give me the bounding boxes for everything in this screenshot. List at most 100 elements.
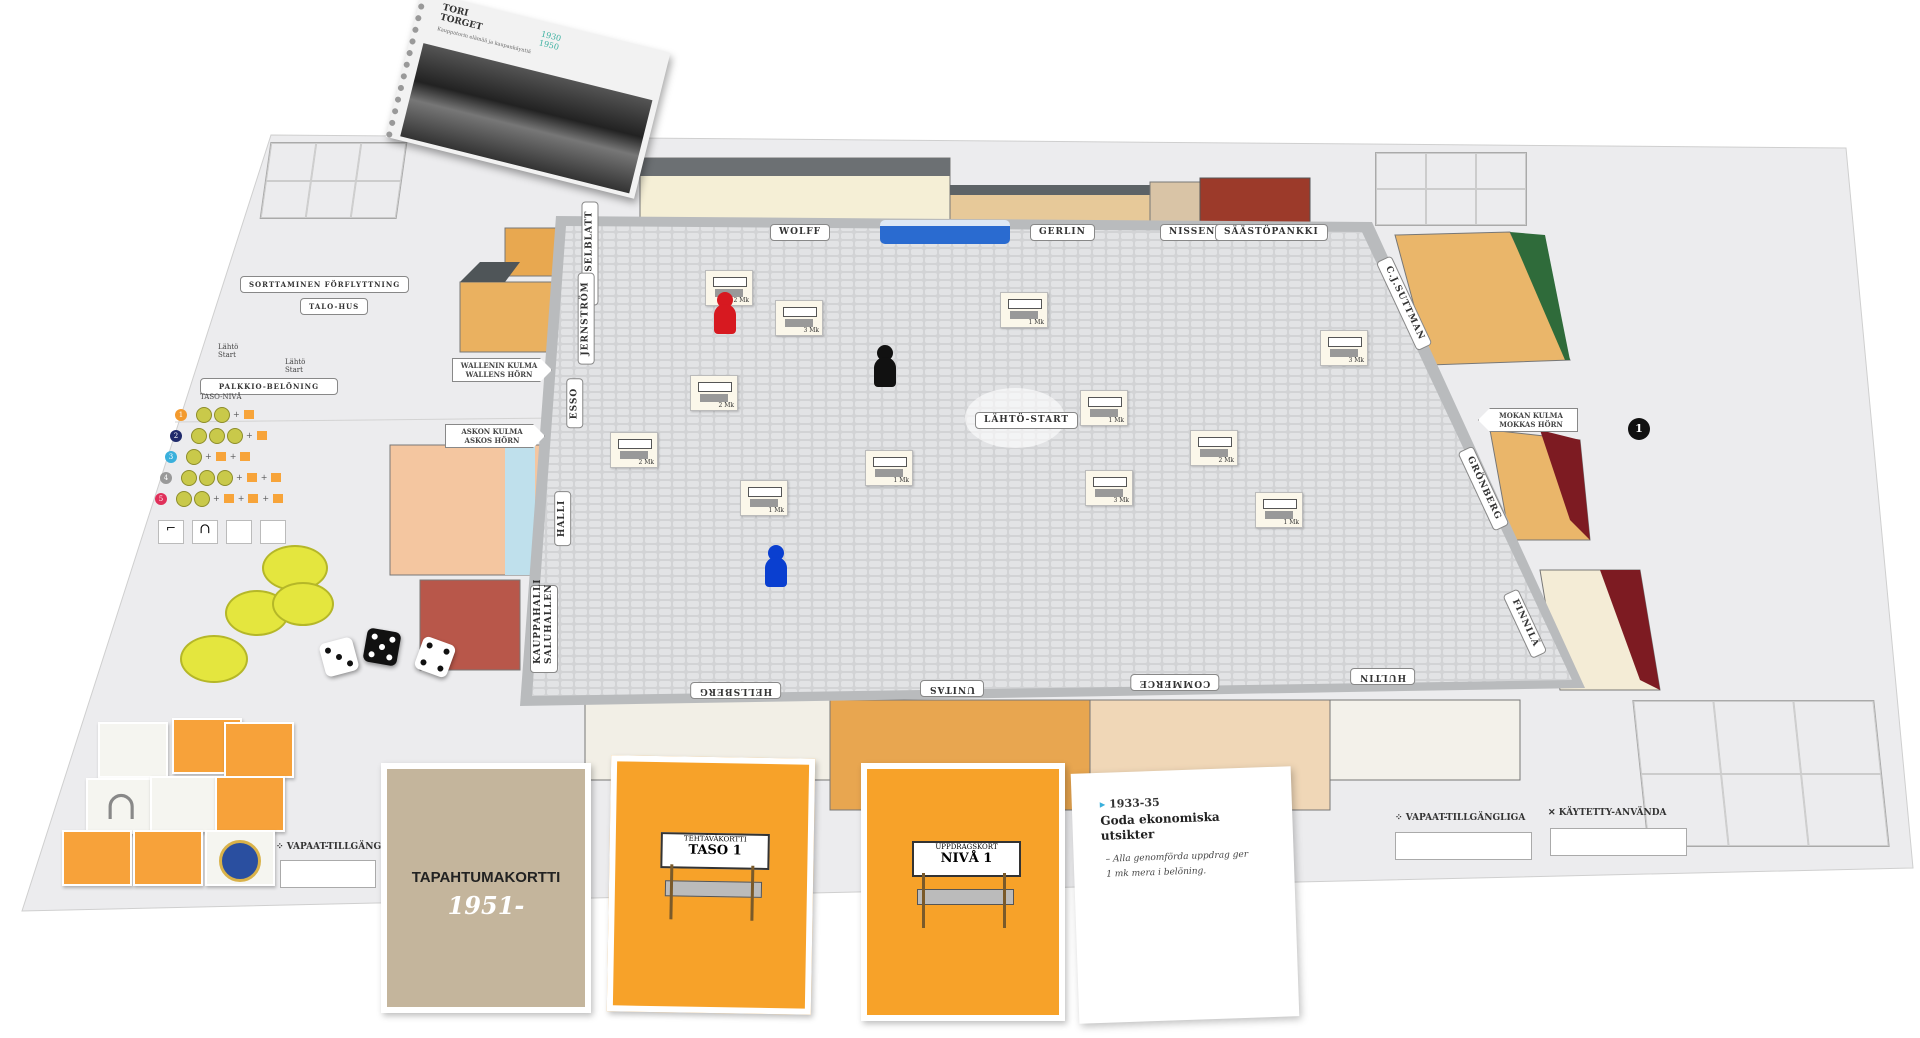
event-text-title: Goda ekonomiska utsikter xyxy=(1100,809,1220,843)
coin-token[interactable] xyxy=(272,582,334,626)
globe-token-icon xyxy=(260,520,286,544)
market-plaza xyxy=(532,226,1572,696)
task-card-deck-sv[interactable]: UPPDRAGSKORT NIVÅ 1 xyxy=(861,763,1065,1021)
street-label-hultin: HULTIN xyxy=(1350,668,1416,685)
level-badge: 3 xyxy=(165,450,177,463)
board-fold xyxy=(174,417,561,423)
street-label-gerlin: GERLIN xyxy=(1030,224,1095,241)
pawn-red[interactable] xyxy=(714,292,736,334)
plus-sign: + xyxy=(233,410,240,419)
level-label: TASO-NIVÅ xyxy=(200,393,242,401)
reward-row: 3++ xyxy=(165,446,285,465)
building-bottom-4 xyxy=(1329,699,1521,781)
orange-tile[interactable] xyxy=(62,830,132,886)
pawn-blue[interactable] xyxy=(765,545,787,587)
market-stall-tile[interactable]: 1 Mk xyxy=(865,450,913,486)
market-stall-tile[interactable]: 1 Mk xyxy=(1000,292,1048,328)
reward-row: 4++ xyxy=(160,467,285,486)
score-grid-top-left xyxy=(259,142,408,219)
reward-row: 1+ xyxy=(175,404,285,423)
event-text-years: ▸ 1933-35 xyxy=(1100,796,1160,811)
market-stall-tile[interactable]: 2 Mk xyxy=(1190,430,1238,466)
plus-sign: + xyxy=(205,452,212,461)
coin-icon xyxy=(214,406,230,423)
stall-table-icon xyxy=(917,889,1014,905)
event-text-body: – Alla genomförda uppdrag ger 1 mk mera … xyxy=(1105,849,1249,880)
building-glass xyxy=(505,445,535,575)
pawn-black[interactable] xyxy=(874,345,896,387)
move-label: SORTTAMINEN FÖRFLYTTNING xyxy=(240,276,410,293)
building-top-small xyxy=(1149,181,1201,223)
coin-icon xyxy=(196,406,212,423)
stall-price: 1 Mk xyxy=(893,477,909,484)
market-stall-tile[interactable]: 2 Mk xyxy=(610,432,658,468)
event-card-deck[interactable]: TAPAHTUMAKORTTI 1951- xyxy=(381,763,591,1013)
market-stall-tile[interactable]: 1 Mk xyxy=(1255,492,1303,528)
free-label-left: ⁘ VAPAAT-TILLGÄNG xyxy=(276,842,382,852)
coin-icon xyxy=(199,469,215,486)
roof xyxy=(460,262,520,282)
market-stall-tile[interactable]: 3 Mk xyxy=(775,300,823,336)
street-label-unitas: UNITAS xyxy=(920,680,984,697)
coin-icon xyxy=(176,490,192,507)
roof xyxy=(950,185,1150,195)
task-card-deck-fi[interactable]: TEHTÄVÄKORTTI TASO 1 xyxy=(606,755,816,1015)
task-card-small: UPPDRAGSKORT xyxy=(935,843,998,851)
globe-tile[interactable] xyxy=(205,830,275,886)
level-badge: 5 xyxy=(155,492,167,505)
gun-token-icon: ⌐ xyxy=(158,520,184,544)
start-space[interactable]: LÄHTÖ-START xyxy=(975,412,1079,429)
stall-leg xyxy=(922,873,925,928)
building-right-awning xyxy=(1540,430,1590,540)
building-right-green xyxy=(1510,232,1570,360)
stall-price: 3 Mk xyxy=(1348,357,1364,364)
gift-tile[interactable] xyxy=(98,722,168,778)
stall-price: 2 Mk xyxy=(718,402,734,409)
street-label-jernstrom: JERNSTRÖM xyxy=(577,272,595,365)
orange-tile[interactable] xyxy=(224,722,294,778)
plus-sign: + xyxy=(262,494,270,503)
market-stall-tile[interactable]: 2 Mk xyxy=(690,375,738,411)
plus-sign: + xyxy=(236,473,243,482)
roof xyxy=(640,158,950,176)
event-text-card[interactable]: ▸ 1933-35 Goda ekonomiska utsikter – All… xyxy=(1070,766,1300,1024)
reward-row: 5+++ xyxy=(155,488,285,507)
building-left-brick xyxy=(419,579,521,671)
gun-tile[interactable] xyxy=(150,776,220,832)
house-label: TALO-HUS xyxy=(300,298,369,315)
building-right-awning xyxy=(1600,570,1660,690)
stall-price: 1 Mk xyxy=(1283,519,1299,526)
level-badge: 2 xyxy=(170,429,182,442)
free-label-text: VAPAAT-TILLGÄNG xyxy=(286,842,382,852)
street-label-kauppahalli: KAUPPAHALLI SALUHALLEN xyxy=(530,578,558,673)
stall-price: 3 Mk xyxy=(803,327,819,334)
task-card-big: TASO 1 xyxy=(688,842,742,859)
bullet-icon: ▸ xyxy=(1099,797,1106,811)
stall-price: 2 Mk xyxy=(733,297,749,304)
plus-sign: + xyxy=(246,431,253,440)
player-number-badge: 1 xyxy=(1628,418,1650,440)
stall-price: 1 Mk xyxy=(1028,319,1044,326)
orange-tile[interactable] xyxy=(215,776,285,832)
score-grid-top-right xyxy=(1375,152,1527,226)
stall-leg xyxy=(750,865,755,921)
street-label-halli: HALLI xyxy=(554,490,572,547)
street-label-esso: ESSO xyxy=(566,378,584,429)
stall-leg xyxy=(669,864,674,920)
market-stall-tile[interactable]: 1 Mk xyxy=(740,480,788,516)
die-black[interactable] xyxy=(362,627,402,667)
task-square-icon xyxy=(256,431,267,440)
token-row: ⌐ ∩ xyxy=(158,520,298,546)
level-badge: 1 xyxy=(175,408,187,421)
start-small-1: Lähtö Start xyxy=(218,343,239,359)
score-grid-bottom-right xyxy=(1632,700,1890,847)
market-stall-tile[interactable]: 1 Mk xyxy=(1080,390,1128,426)
market-stall-tile[interactable]: 3 Mk xyxy=(1085,470,1133,506)
horseshoe-tile[interactable]: ∩ xyxy=(86,778,156,834)
coin-token[interactable] xyxy=(180,635,248,683)
street-label-wolff: WOLFF xyxy=(770,224,831,241)
market-stall-tile[interactable]: 3 Mk xyxy=(1320,330,1368,366)
coin-icon xyxy=(194,490,210,507)
orange-tile[interactable] xyxy=(133,830,203,886)
